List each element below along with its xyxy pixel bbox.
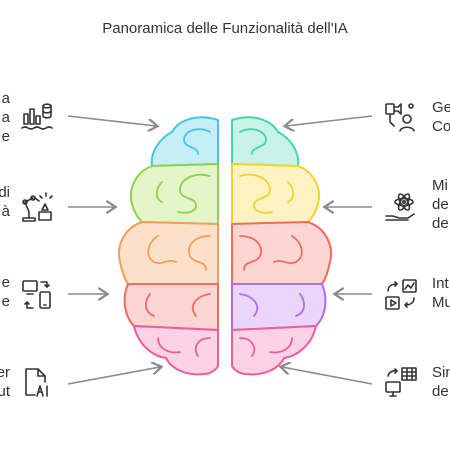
arrow-left-1 (67, 115, 156, 126)
data-chart-database-icon (20, 100, 54, 134)
left-label-2-line-2: à (1, 203, 10, 220)
left-label-4-line-1: er (0, 364, 10, 381)
left-label-1-line-1: a (1, 90, 10, 107)
right-label-1-line-2: Co (432, 118, 450, 135)
brain-right-lobe-purple (231, 283, 327, 331)
right-label-2: Mi de de (432, 176, 449, 233)
table-computer-sync-icon (384, 366, 418, 400)
right-label-2-line-3: de (432, 215, 449, 232)
right-label-3: Int Mu (432, 274, 450, 312)
left-label-2-line-1: di (0, 184, 10, 201)
brain-left-lobe-pink (133, 325, 219, 376)
robot-arm-automation-icon (20, 190, 54, 224)
brain-left-lobe-red (123, 283, 219, 331)
right-label-4: Sin de (432, 363, 450, 401)
left-label-3: e e (2, 273, 10, 311)
science-hand-icon (384, 190, 418, 224)
brain-left-lobe-orange (118, 221, 219, 285)
right-label-3-line-1: Int (432, 275, 449, 292)
media-transform-icon (384, 278, 418, 312)
right-label-3-line-2: Mu (432, 294, 450, 311)
brain-right-lobe-yellow (231, 163, 320, 225)
left-label-3-line-2: e (1, 293, 10, 310)
brain-right-lobe-pink (231, 325, 317, 376)
left-label-1: a a e (2, 89, 10, 146)
brain-left-lobe-green (130, 163, 219, 225)
left-label-3-line-1: e (1, 274, 10, 291)
brain-right-lobe-red (231, 221, 332, 285)
arrow-right-4 (282, 367, 373, 385)
right-label-1-line-1: Ge (432, 99, 450, 116)
left-label-2: di à (0, 183, 10, 221)
left-label-4: er ut (0, 363, 10, 401)
right-label-4-line-2: de (432, 383, 449, 400)
left-label-1-line-2: a (1, 109, 10, 126)
right-label-2-line-1: Mi (432, 177, 448, 194)
arrow-right-1 (286, 115, 373, 126)
ai-document-icon (20, 366, 54, 400)
right-label-4-line-1: Sin (432, 364, 450, 381)
diagram-title: Panoramica delle Funzionalità dell'IA (102, 20, 348, 37)
brain-illustration (118, 116, 332, 376)
right-label-1: Ge Co (432, 98, 450, 136)
devices-sync-icon (20, 278, 54, 312)
camera-user-icon (384, 100, 418, 134)
left-label-4-line-2: ut (0, 383, 10, 400)
arrow-left-4 (67, 367, 160, 385)
left-label-1-line-3: e (1, 128, 10, 145)
right-label-2-line-2: de (432, 196, 449, 213)
